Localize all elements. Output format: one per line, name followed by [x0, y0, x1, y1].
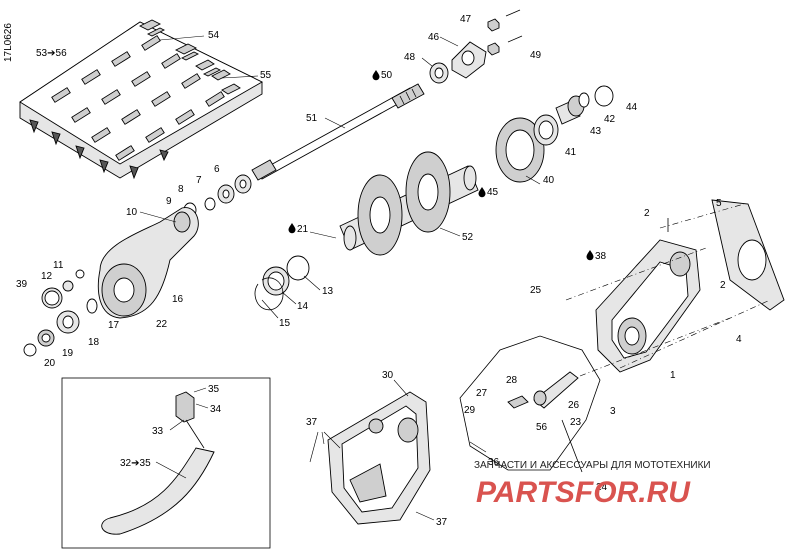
label-55: 55: [260, 70, 272, 81]
label-26: 26: [568, 400, 580, 411]
ring-11: [75, 269, 85, 279]
label-50: 50: [381, 70, 393, 81]
bearing-6: [234, 174, 252, 194]
bracket-5: [711, 199, 785, 311]
label-22: 22: [156, 319, 168, 330]
label-13: 13: [322, 286, 334, 297]
label-39: 39: [16, 279, 28, 290]
label-44: 44: [626, 102, 638, 113]
track-clip-assembly: [19, 19, 263, 180]
label-20: 20: [44, 358, 56, 369]
label-11: 11: [53, 260, 64, 271]
oil-drop-icon-21: [288, 223, 296, 234]
label-54: 54: [208, 30, 220, 41]
label-21: 21: [297, 224, 309, 235]
label-47: 47: [460, 14, 472, 25]
chain-tensioner-arm: [97, 207, 199, 319]
label-42: 42: [604, 114, 616, 125]
label-53-56: 53➔56: [36, 48, 67, 59]
label-2a: 2: [644, 208, 650, 219]
label-18: 18: [88, 337, 100, 348]
watermark-tagline: ЗАПЧАСТИ И АКСЕССУАРЫ ДЛЯ МОТОТЕХНИКИ: [474, 460, 711, 471]
label-19: 19: [62, 348, 74, 359]
drawing-id: 17L0626: [3, 23, 14, 62]
label-10: 10: [126, 207, 138, 218]
label-56: 56: [536, 422, 548, 433]
bolt-49: [505, 9, 523, 43]
label-16: 16: [172, 294, 184, 305]
watermark-logo: PARTSFOR.RU: [476, 476, 691, 509]
drive-shaft: [251, 83, 425, 181]
plate-46: [451, 41, 487, 79]
ring-44: [594, 85, 614, 107]
label-3: 3: [610, 406, 616, 417]
label-25: 25: [530, 285, 542, 296]
label-4: 4: [736, 334, 742, 345]
label-9: 9: [166, 196, 172, 207]
circlip-15: [254, 277, 284, 311]
label-32-35: 32➔35: [120, 458, 151, 469]
oil-drop-icon-38: [586, 250, 594, 261]
label-35: 35: [208, 384, 220, 395]
ring-13: [286, 255, 310, 281]
label-1: 1: [670, 370, 676, 381]
label-37b: 37: [436, 517, 448, 528]
ring-8: [204, 197, 216, 211]
chaincase-housing: [595, 239, 701, 373]
label-5: 5: [716, 198, 722, 209]
oil-drop-icon-45: [478, 187, 486, 198]
inset-box: [61, 377, 271, 549]
cap-39: [41, 287, 63, 309]
label-48: 48: [404, 52, 416, 63]
bolt-24: [561, 419, 583, 473]
pad-27: [507, 395, 529, 409]
seal-14: [262, 266, 290, 296]
label-30: 30: [382, 370, 394, 381]
label-28: 28: [506, 375, 518, 386]
gasket-36: [459, 335, 601, 471]
label-49: 49: [530, 50, 542, 61]
seal-41: [533, 114, 559, 146]
gear-19: [37, 329, 55, 347]
ring-42: [578, 92, 590, 108]
label-41: 41: [565, 147, 577, 158]
label-14: 14: [297, 301, 309, 312]
oil-drop-icon: [372, 70, 380, 81]
sprocket-shaft: [339, 151, 479, 256]
label-36: 36: [488, 457, 500, 468]
label-17: 17: [108, 320, 120, 331]
label-40: 40: [543, 175, 555, 186]
chaincase-cover: [327, 391, 431, 525]
label-51: 51: [306, 113, 318, 124]
label-6: 6: [214, 164, 220, 175]
sprocket-40: [495, 117, 545, 183]
label-15: 15: [279, 318, 291, 329]
label-29: 29: [464, 405, 476, 416]
ring-20: [23, 343, 37, 357]
label-43: 43: [590, 126, 602, 137]
label-8: 8: [178, 184, 184, 195]
ring-17: [86, 298, 98, 314]
label-24: 24: [596, 482, 608, 493]
nut-47: [487, 18, 500, 56]
label-27: 27: [476, 388, 488, 399]
label-12: 12: [41, 271, 53, 282]
tensioner-arm: [533, 371, 579, 409]
label-7: 7: [196, 175, 202, 186]
bearing-43: [555, 95, 585, 125]
label-45: 45: [487, 187, 499, 198]
label-2b: 2: [720, 280, 726, 291]
label-38: 38: [595, 251, 607, 262]
bearing-18: [56, 310, 80, 334]
label-52: 52: [462, 232, 474, 243]
bearing-12: [62, 280, 74, 292]
label-23: 23: [570, 417, 582, 428]
label-37a: 37: [306, 417, 318, 428]
label-33: 33: [152, 426, 164, 437]
washer-7: [217, 184, 235, 204]
label-34: 34: [210, 404, 222, 415]
bearing-48: [429, 62, 449, 84]
label-46: 46: [428, 32, 440, 43]
